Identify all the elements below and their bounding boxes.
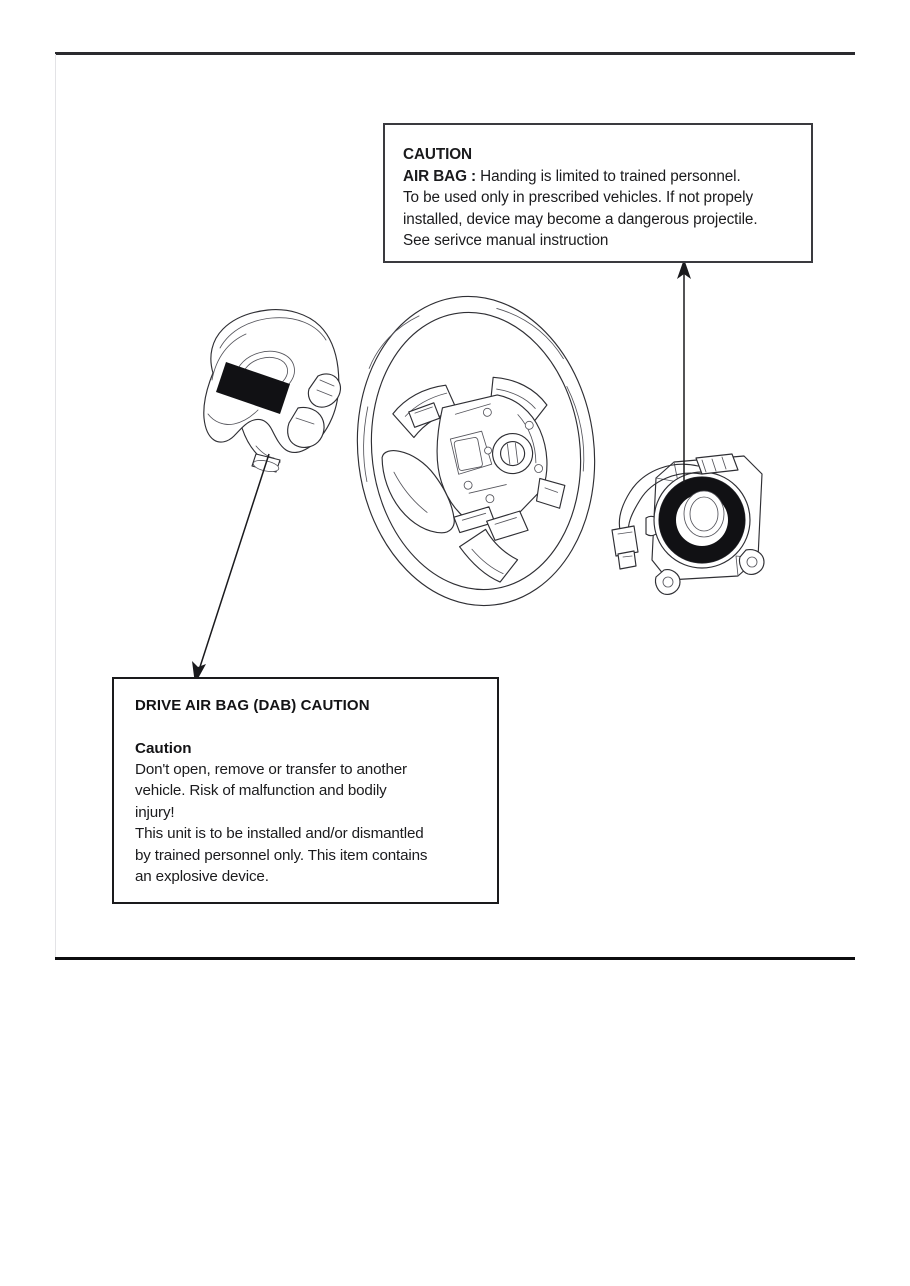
caution-dab-title: DRIVE AIR BAG (DAB) CAUTION bbox=[135, 697, 370, 714]
caution-dab-line5: by trained personnel only. This item con… bbox=[135, 846, 428, 864]
clock-spring-illustration bbox=[596, 444, 786, 604]
caution-dab-line4: This unit is to be installed and/or dism… bbox=[135, 825, 424, 843]
caution-airbag-line2: To be used only in prescribed vehicles. … bbox=[403, 189, 754, 206]
steering-wheel-illustration bbox=[336, 286, 616, 616]
airbag-module-illustration bbox=[168, 296, 378, 526]
caution-box-dab: DRIVE AIR BAG (DAB) CAUTION Caution Don'… bbox=[112, 677, 499, 904]
caution-dab-line3: injury! bbox=[135, 803, 175, 821]
caution-dab-subtitle: Caution bbox=[135, 740, 192, 757]
caution-box-airbag: CAUTION AIR BAG : Handing is limited to … bbox=[383, 123, 813, 263]
caution-airbag-line3: installed, device may become a dangerous… bbox=[403, 210, 758, 228]
caution-airbag-title: CAUTION bbox=[403, 146, 472, 163]
caution-dab-line1: Don't open, remove or transfer to anothe… bbox=[135, 761, 407, 778]
caution-airbag-label: AIR BAG : bbox=[403, 167, 477, 185]
caution-dab-line2: vehicle. Risk of malfunction and bodily bbox=[135, 782, 387, 800]
page-bottom-rule bbox=[55, 957, 855, 960]
callout-arrow-down-left bbox=[165, 448, 285, 686]
caution-airbag-line1-rest: Handing is limited to trained personnel. bbox=[476, 167, 741, 185]
caution-airbag-line1: AIR BAG : Handing is limited to trained … bbox=[403, 166, 801, 188]
page-top-rule bbox=[55, 52, 855, 55]
caution-dab-line6: an explosive device. bbox=[135, 868, 269, 886]
callout-arrow-up bbox=[650, 255, 720, 485]
page-left-rule bbox=[55, 54, 56, 958]
caution-airbag-line4: See serivce manual instruction bbox=[403, 232, 609, 249]
